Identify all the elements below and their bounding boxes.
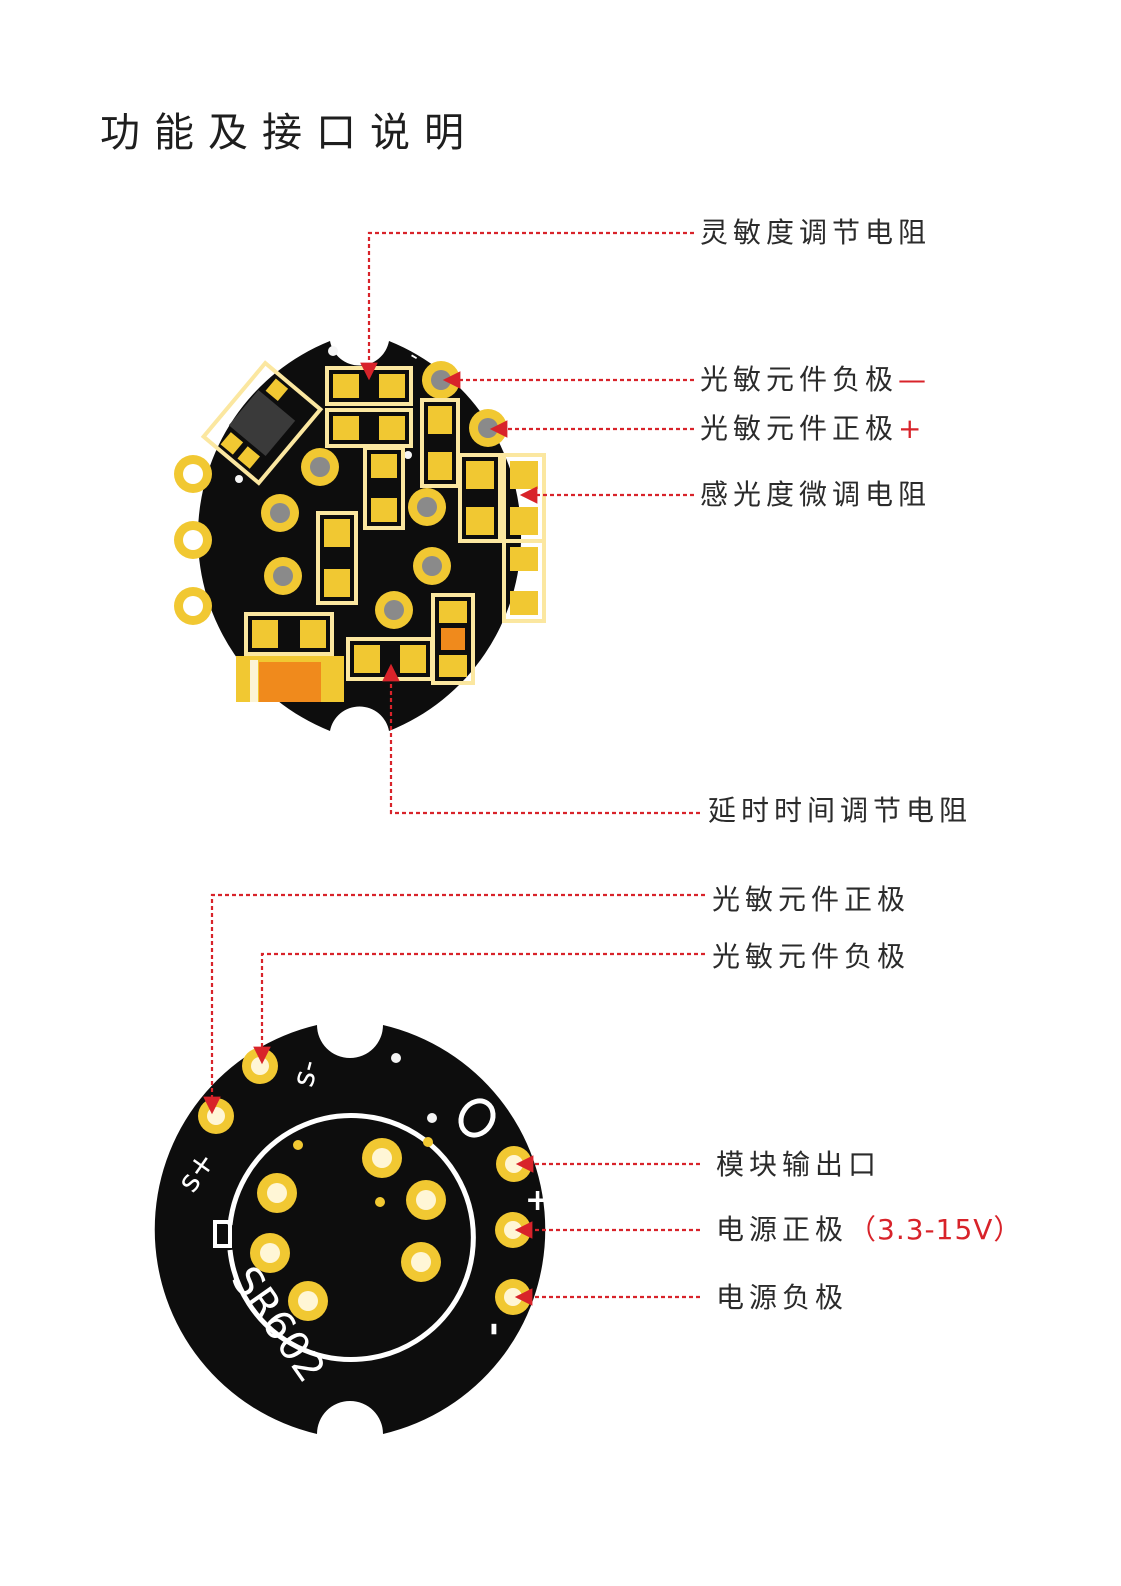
page-title: 功能及接口说明 <box>100 110 478 156</box>
sensor-pads <box>250 1053 446 1321</box>
label-power-negative: 电源负极 <box>716 1281 849 1314</box>
top-smd-pads <box>244 398 546 685</box>
positive-mark: + <box>898 412 923 445</box>
label-light-fine-tune-resistor: 感光度微调电阻 <box>700 478 932 511</box>
label-power-positive: 电源正极（3.3-15V） <box>716 1216 1022 1244</box>
label-photo-positive: 光敏元件正极+ <box>700 415 922 443</box>
silk-minus: - <box>475 1322 515 1336</box>
silk-plus: + <box>525 1183 550 1218</box>
bottom-board-outline <box>154 1025 546 1434</box>
bottom-annotation-lines <box>203 893 705 1306</box>
sot23-chip <box>200 360 324 486</box>
silk-circle-mark <box>458 1098 496 1138</box>
label-photo-positive-text: 光敏元件正极 <box>700 412 899 445</box>
power-voltage-range: （3.3-15V） <box>848 1213 1023 1246</box>
label-module-output: 模块输出口 <box>716 1148 882 1181</box>
label-bottom-photo-negative: 光敏元件负极 <box>712 940 911 973</box>
negative-mark: — <box>898 363 928 396</box>
label-delay-resistor: 延时时间调节电阻 <box>708 794 973 827</box>
sensor-ring <box>227 1113 476 1362</box>
tantalum-capacitor <box>236 656 344 702</box>
top-vias <box>235 346 507 629</box>
label-bottom-photo-positive: 光敏元件正极 <box>712 883 911 916</box>
label-photo-negative: 光敏元件负极— <box>700 366 927 394</box>
label-photo-negative-text: 光敏元件负极 <box>700 363 899 396</box>
bottom-pcb-board: s+ s- + - SR602 <box>154 1025 550 1434</box>
left-pin-pads <box>174 455 212 625</box>
label-power-positive-text: 电源正极 <box>716 1213 849 1246</box>
top-annotation-lines <box>360 231 700 815</box>
label-sensitivity-resistor: 灵敏度调节电阻 <box>700 216 932 249</box>
top-pcb-board: - <box>174 341 546 731</box>
